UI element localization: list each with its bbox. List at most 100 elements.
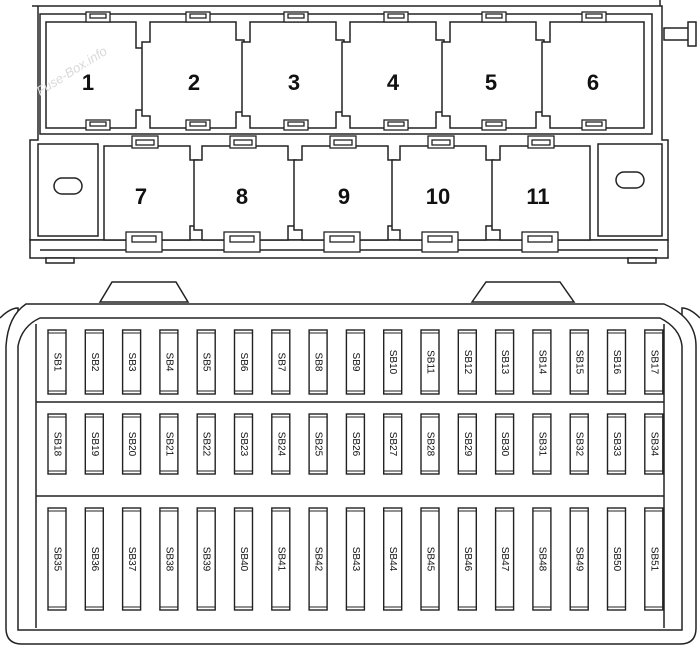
fuse-label: SB9 [350,353,361,372]
fuse-slot: SB3 [121,329,142,395]
fuse-slot: SB7 [271,329,291,395]
fuse-label: SB45 [425,547,436,572]
fuse-label: SB27 [387,432,398,457]
fuse-label: SB51 [648,547,659,572]
fuse-label: SB24 [275,432,286,457]
fuse-body [345,507,366,611]
fuse-slot: SB42 [308,507,328,611]
fuse-label: SB1 [52,353,63,372]
fuse-slot: SB19 [84,413,105,475]
fuse-body [345,329,366,395]
fuse-label: SB44 [387,547,398,572]
fuse-slot: SB10 [383,329,403,395]
fuse-label: SB11 [425,350,436,374]
fuse-slot: SB8 [308,329,328,395]
fuse-body [47,507,67,611]
fuse-label: SB48 [536,547,547,572]
relay-7-label: 7 [135,184,147,209]
fuse-body [494,329,515,395]
fuse-slot: SB37 [121,507,142,611]
relay-3-label: 3 [288,70,300,95]
fuse-slot: SB24 [271,413,291,475]
fuse-label: SB16 [611,350,622,375]
fuse-label: SB20 [126,432,137,457]
fuse-label: SB36 [89,547,100,572]
relay-6-label: 6 [587,70,599,95]
fuse-slot: SB35 [47,507,67,611]
fuse-body [159,329,179,395]
fuse-slot: SB14 [532,329,552,395]
fuse-body [383,329,403,395]
fuse-slot: SB5 [196,329,216,395]
fuse-label: SB10 [387,350,398,375]
fuse-body [569,329,589,395]
fuse-slot: SB22 [196,413,216,475]
relay-1-label: 1 [82,70,94,95]
fuse-slot: SB36 [84,507,105,611]
relay-4-label: 4 [387,70,400,95]
fuse-body [383,413,403,475]
fuse-label: SB37 [126,547,137,572]
fuse-body [644,413,664,475]
fuse-label: SB15 [574,350,585,375]
fuse-label: SB17 [648,350,659,375]
fuse-body [47,329,67,395]
fuse-slot: SB12 [457,329,477,395]
fuse-slot: SB44 [383,507,403,611]
relay-2-label: 2 [188,70,200,95]
fuse-slot: SB25 [308,413,328,475]
fuse-slot: SB6 [233,329,254,395]
fuse-body [84,413,105,475]
fuse-body [159,507,179,611]
fuse-body [271,329,291,395]
fuse-body [308,507,328,611]
fuse-body [159,413,179,475]
relay-8-label: 8 [236,184,248,209]
fuse-label: SB25 [313,432,324,457]
fuse-label: SB2 [89,353,100,372]
fuse-body [569,413,589,475]
fuse-body [606,507,627,611]
fuse-body [84,329,105,395]
fuse-slot: SB48 [532,507,552,611]
fuse-label: SB12 [462,350,473,375]
fuse-body [121,413,142,475]
fuse-slot: SB39 [196,507,216,611]
fuse-body [196,413,216,475]
fuse-label: SB35 [52,547,63,572]
fuse-slot: SB28 [420,413,440,475]
fuse-body [233,507,254,611]
relay-5-label: 5 [485,70,497,95]
lower-relay-tabs [125,135,559,253]
relay-labels: 1 2 3 4 5 6 7 8 9 10 11 [82,70,599,209]
relay-9-label: 9 [338,184,350,209]
fuse-label: SB50 [611,547,622,572]
fuse-slot: SB29 [457,413,477,475]
fuse-body [308,329,328,395]
upper-relay-outlines [45,21,645,129]
fuse-body [606,413,627,475]
fuse-label: SB5 [201,353,212,372]
fuse-slot: SB45 [420,507,440,611]
fuse-slot: SB43 [345,507,366,611]
fuse-label: SB40 [238,547,249,572]
fuse-body [121,507,142,611]
fuse-body [532,329,552,395]
fuse-body [457,507,477,611]
fuse-slot: SB1 [47,329,67,395]
fuse-body [233,329,254,395]
fuse-label: SB7 [275,353,286,372]
fuse-body [420,413,440,475]
fuse-slot: SB41 [271,507,291,611]
fuse-label: SB31 [536,432,547,457]
fuse-slot: SB34 [644,413,664,475]
fuse-slot: SB40 [233,507,254,611]
fuse-body [308,413,328,475]
fuse-slot: SB50 [606,507,627,611]
fuse-slot: SB11 [420,329,440,395]
fuse-body [532,413,552,475]
fuse-body [271,413,291,475]
fuse-label: SB8 [313,353,324,372]
